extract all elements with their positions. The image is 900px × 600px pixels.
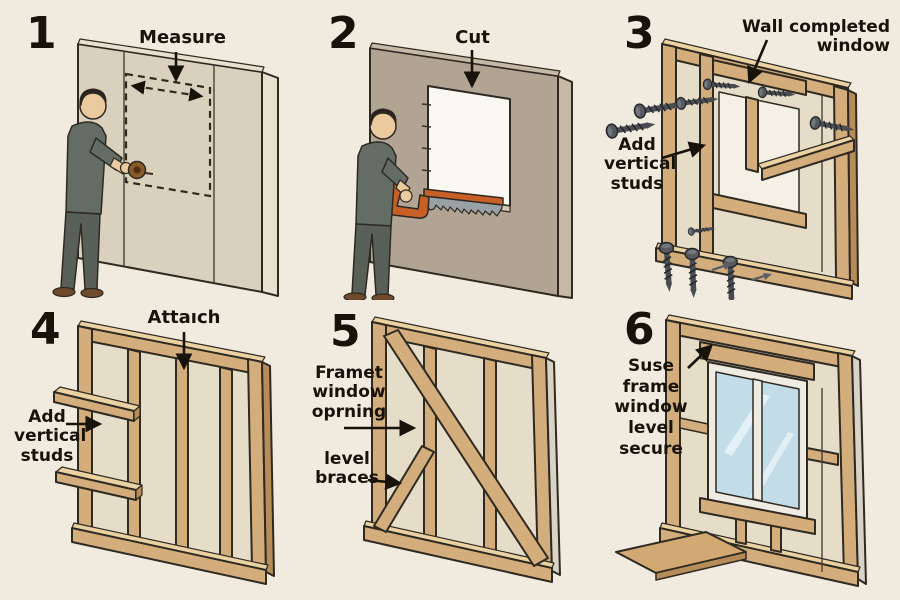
measure-illustration [52,38,279,299]
step-panel-set-window: 6 Suse frame window level secure [600,300,900,600]
braced-frame-illustration [344,316,561,583]
step-number: 2 [328,8,359,59]
measure-marks [124,72,212,198]
label-arrow-set-window [687,344,714,369]
step-number: 1 [26,8,57,59]
horizontal-boards [53,386,143,501]
step-label-add-studs: Add vertical studs [14,407,87,466]
step-number: 3 [624,8,655,59]
step-number: 5 [330,306,361,357]
step-number: 6 [624,304,655,355]
stud-frame [655,38,859,300]
stud-wall-illustration [53,320,275,585]
diagonal-braces [373,329,549,567]
step-number: 4 [30,304,61,355]
step-label-attach: Attaıch [147,307,221,328]
step-panel-wall-completed: 3 Wall completed window Add vertical stu… [600,0,900,300]
step-label-level-braces: level braces [315,449,379,489]
installed-window-illustration [615,314,867,587]
step-panel-attach: 4 Attaıch Add vertical studs [0,300,300,600]
step-panel-braces: 5 Framet window oprning level braces [300,300,600,600]
step-panel-cut: 2 Cut [300,0,600,300]
label-arrow-level-braces [367,473,403,491]
step-label-frame-opening: Framet window oprning [311,363,387,422]
small-arrows [711,263,772,282]
wall [77,38,279,297]
stud-frame [363,316,561,583]
label-arrow-add-studs [661,141,707,160]
step-label-wall-completed: Wall completed window [741,17,890,57]
person [52,88,154,299]
window-icon [699,341,816,535]
step-label-measure: Measure [139,27,226,48]
label-arrow-wall-completed [747,39,769,84]
step-label-set-window: Suse frame window level secure [614,356,688,459]
tape-measure-icon [127,160,154,180]
step-label-add-studs: Add vertical studs [604,135,677,194]
cut-illustration [343,42,573,300]
handsaw-icon [385,180,504,219]
step-label-cut: Cut [455,27,490,48]
wood-ramp [615,531,747,581]
stud-frame [659,314,867,587]
frame-with-screws-illustration [600,38,859,300]
person [343,108,413,300]
step-panel-measure: 1 Measure [0,0,300,300]
